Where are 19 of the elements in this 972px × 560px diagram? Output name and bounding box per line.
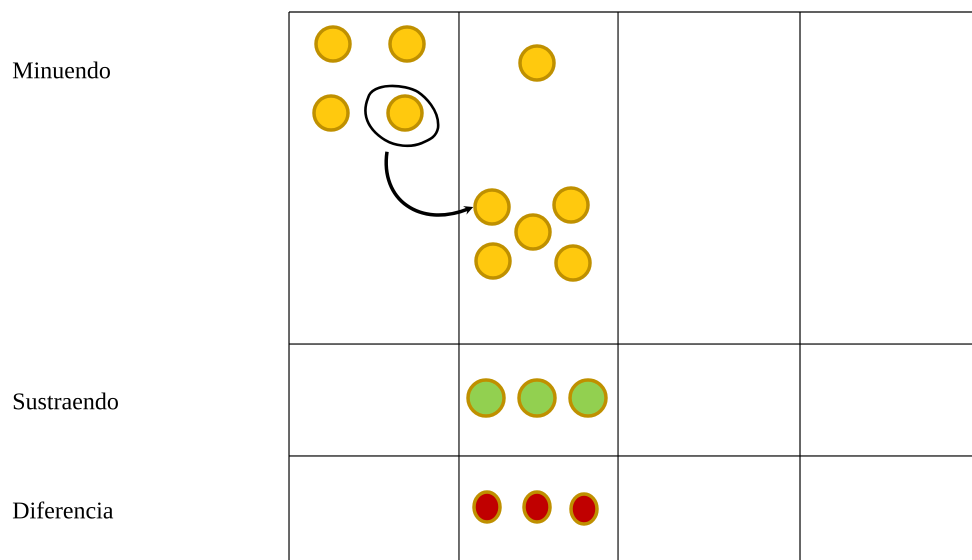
counter [314, 25, 352, 63]
counter [552, 186, 590, 224]
counter [569, 492, 599, 526]
counter [312, 94, 350, 132]
row-label: Diferencia [12, 501, 114, 519]
counter [522, 490, 552, 524]
counter [517, 378, 557, 418]
counter [568, 378, 608, 418]
counter [474, 242, 512, 280]
counter [554, 244, 592, 282]
counter [386, 94, 424, 132]
counter [472, 490, 502, 524]
row-label: Sustraendo [14, 392, 118, 410]
row-label: Minuendo [12, 62, 110, 78]
counter [388, 25, 426, 63]
counter [473, 188, 511, 226]
counter [466, 378, 506, 418]
counter [514, 213, 552, 251]
counter [518, 44, 556, 82]
